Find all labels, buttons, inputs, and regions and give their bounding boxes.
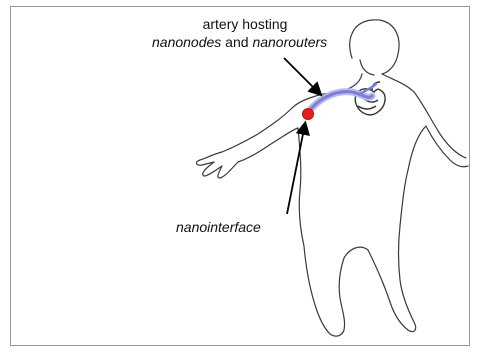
- body-outline: [196, 20, 468, 336]
- nanointerface-label: nanointerface: [176, 219, 261, 235]
- nanointerface-marker: [303, 109, 314, 120]
- artery-label-line2: nanonodes and nanorouters: [152, 34, 327, 50]
- artery-arrow: [284, 58, 320, 94]
- artery-label-line1: artery hosting: [0, 16, 478, 32]
- nanointerface-arrow: [287, 124, 305, 214]
